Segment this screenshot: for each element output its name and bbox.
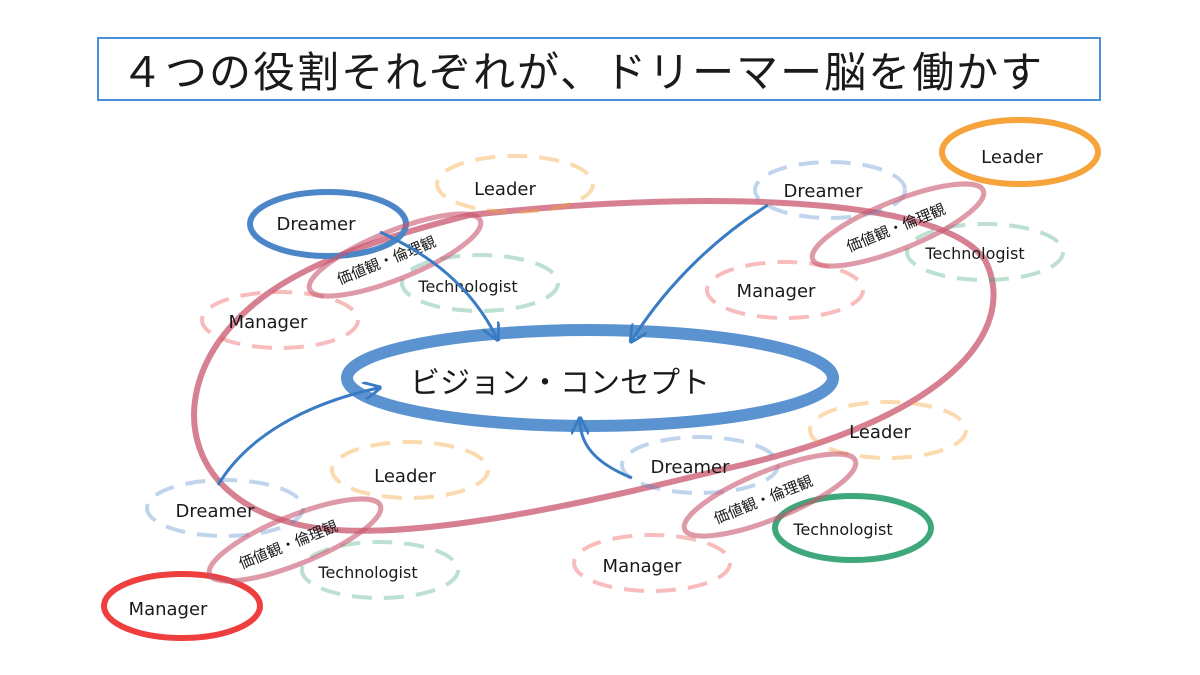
role-label: Leader	[474, 179, 536, 200]
arrows	[216, 203, 769, 486]
role-label: Technologist	[792, 520, 892, 539]
role-label: Dreamer	[651, 457, 731, 478]
role-label: Leader	[981, 147, 1043, 168]
group-top-right: Dreamer Manager Technologist Leader 価値観・…	[705, 117, 1101, 320]
role-label: Dreamer	[784, 181, 864, 202]
role-label: Technologist	[317, 563, 417, 582]
role-label: Technologist	[924, 244, 1024, 263]
group-bottom-left: Leader Dreamer Technologist Manager 価値観・…	[101, 440, 490, 641]
group-top-left: Leader Technologist Manager Dreamer 価値観・…	[200, 154, 595, 350]
role-label: Manager	[603, 556, 682, 577]
role-label: Technologist	[417, 277, 517, 296]
arrow-from-top-left	[379, 230, 497, 338]
title-box: ４つの役割それぞれが、ドリーマー脳を働かす	[97, 37, 1101, 101]
role-label: Leader	[374, 466, 436, 487]
role-label: Leader	[849, 422, 911, 443]
role-label: Dreamer	[277, 214, 357, 235]
vision-concept-node: ビジョン・コンセプト	[341, 324, 839, 432]
arrow-from-bottom-left	[216, 388, 378, 486]
arrow-from-top-right	[632, 203, 769, 340]
role-label: Manager	[737, 281, 816, 302]
role-label: Dreamer	[176, 501, 256, 522]
vision-concept-label: ビジョン・コンセプト	[410, 366, 710, 401]
role-label: Manager	[229, 312, 308, 333]
role-label: Manager	[129, 599, 208, 620]
page-title: ４つの役割それぞれが、ドリーマー脳を働かす	[121, 47, 1045, 97]
big-loop	[191, 198, 997, 534]
arrow-from-bottom-right	[580, 420, 633, 480]
